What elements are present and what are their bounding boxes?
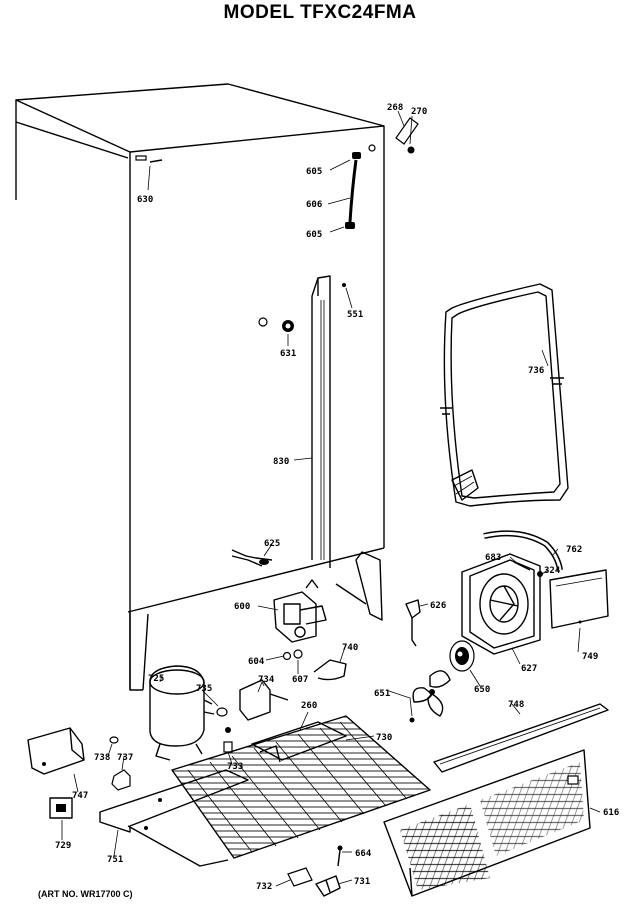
fitting-607 bbox=[293, 649, 303, 659]
overload bbox=[223, 741, 233, 753]
part-label-683: 683 bbox=[485, 553, 501, 563]
fan-blade bbox=[409, 670, 451, 723]
part-label-600: 600 bbox=[234, 602, 250, 612]
part-label-733: 733 bbox=[227, 762, 243, 772]
cover-panel bbox=[549, 569, 609, 629]
compressor bbox=[149, 665, 215, 761]
foot-732 bbox=[287, 867, 313, 887]
part-label-651: 651 bbox=[374, 689, 390, 699]
relay bbox=[239, 679, 289, 721]
screw-664 bbox=[337, 849, 341, 867]
mounting-rail bbox=[433, 703, 609, 773]
base-plate bbox=[99, 769, 249, 867]
condenser-fan-shroud bbox=[461, 553, 541, 655]
bracket bbox=[27, 727, 85, 775]
leader-lines bbox=[61, 110, 601, 887]
part-label-737: 737 bbox=[117, 753, 133, 763]
part-label-725: 725 bbox=[148, 674, 164, 684]
water-tube-assembly bbox=[345, 152, 361, 229]
part-label-735: 735 bbox=[196, 684, 212, 694]
part-label-268: 268 bbox=[387, 103, 403, 113]
clamp bbox=[313, 659, 347, 681]
door-gasket bbox=[440, 283, 569, 507]
part-label-736: 736 bbox=[528, 366, 544, 376]
grommet bbox=[216, 707, 228, 717]
washer bbox=[109, 736, 119, 744]
part-label-551: 551 bbox=[347, 310, 363, 320]
drain-hose bbox=[483, 530, 563, 571]
part-labels: 268 270 605 606 605 630 551 631 736 830 … bbox=[55, 103, 619, 892]
clip bbox=[231, 549, 273, 567]
part-label-732: 732 bbox=[256, 882, 272, 892]
part-label-751: 751 bbox=[107, 855, 123, 865]
connector bbox=[405, 599, 421, 647]
part-label-650: 650 bbox=[474, 685, 490, 695]
part-label-830: 830 bbox=[273, 457, 289, 467]
part-label-630: 630 bbox=[137, 195, 153, 205]
part-label-260: 260 bbox=[301, 701, 317, 711]
part-label-627: 627 bbox=[521, 664, 537, 674]
part-label-748: 748 bbox=[508, 700, 524, 710]
part-label-749: 749 bbox=[582, 652, 598, 662]
part-label-738: 738 bbox=[94, 753, 110, 763]
water-valve bbox=[273, 579, 327, 643]
part-label-762: 762 bbox=[566, 545, 582, 555]
part-label-631: 631 bbox=[280, 349, 296, 359]
part-label-607: 607 bbox=[292, 675, 308, 685]
part-label-747: 747 bbox=[72, 791, 88, 801]
part-label-730: 730 bbox=[376, 733, 392, 743]
fan-motor bbox=[449, 640, 475, 672]
part-label-626: 626 bbox=[430, 601, 446, 611]
art-number: (ART NO. WR17700 C) bbox=[38, 889, 133, 899]
part-label-731: 731 bbox=[354, 877, 370, 887]
model-title: MODEL TFXC24FMA bbox=[223, 2, 417, 23]
part-label-270: 270 bbox=[411, 107, 427, 117]
screw-733 bbox=[225, 727, 231, 733]
part-label-729: 729 bbox=[55, 841, 71, 851]
terminal-block bbox=[49, 797, 73, 819]
fitting-604 bbox=[282, 651, 292, 661]
part-label-616: 616 bbox=[603, 808, 619, 818]
condenser-coil bbox=[171, 715, 431, 859]
grommet-737 bbox=[111, 769, 131, 791]
cabinet bbox=[15, 83, 385, 691]
part-label-604: 604 bbox=[248, 657, 265, 667]
valve-cap bbox=[395, 117, 419, 154]
part-label-605b: 605 bbox=[306, 230, 322, 240]
rear-grille bbox=[383, 749, 591, 897]
part-label-605a: 605 bbox=[306, 167, 322, 177]
part-label-734: 734 bbox=[258, 675, 275, 685]
part-label-606: 606 bbox=[306, 200, 322, 210]
part-label-324: 324 bbox=[544, 566, 561, 576]
part-label-740: 740 bbox=[342, 643, 358, 653]
part-label-625: 625 bbox=[264, 539, 280, 549]
part-label-664: 664 bbox=[355, 849, 372, 859]
screw-head-664 bbox=[337, 845, 343, 851]
foot-731 bbox=[315, 875, 341, 897]
